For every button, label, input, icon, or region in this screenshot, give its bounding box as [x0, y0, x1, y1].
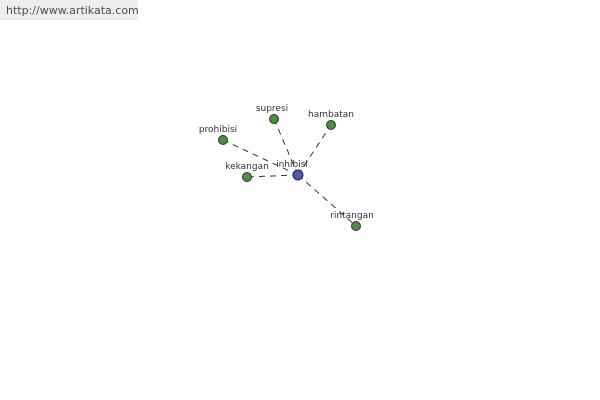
- node-prohibisi-label: prohibisi: [199, 125, 237, 135]
- node-hambatan-label: hambatan: [308, 110, 354, 120]
- node-prohibisi-dot: [218, 135, 228, 145]
- node-supresi-dot: [269, 114, 279, 124]
- node-rintangan[interactable]: rintangan: [330, 211, 374, 231]
- node-kekangan-dot: [242, 172, 252, 182]
- node-supresi-label: supresi: [256, 104, 288, 114]
- source-url[interactable]: http://www.artikata.com: [0, 0, 139, 20]
- edge-inhibisi-hambatan: [297, 124, 332, 176]
- node-inhibisi-label: inhibisi: [276, 160, 308, 170]
- edge-inhibisi-rintangan: [297, 174, 357, 227]
- node-kekangan-label: kekangan: [225, 162, 269, 172]
- node-inhibisi-dot: [292, 169, 304, 181]
- node-prohibisi[interactable]: prohibisi: [199, 125, 237, 145]
- node-hambatan-dot: [326, 120, 336, 130]
- node-inhibisi[interactable]: inhibisi: [276, 160, 308, 181]
- node-kekangan[interactable]: kekangan: [225, 162, 269, 182]
- node-supresi[interactable]: supresi: [256, 104, 288, 124]
- node-rintangan-dot: [351, 221, 361, 231]
- edge-inhibisi-kekangan: [246, 174, 299, 178]
- node-rintangan-label: rintangan: [330, 211, 374, 221]
- node-hambatan[interactable]: hambatan: [308, 110, 354, 130]
- edge-inhibisi-prohibisi: [222, 139, 299, 176]
